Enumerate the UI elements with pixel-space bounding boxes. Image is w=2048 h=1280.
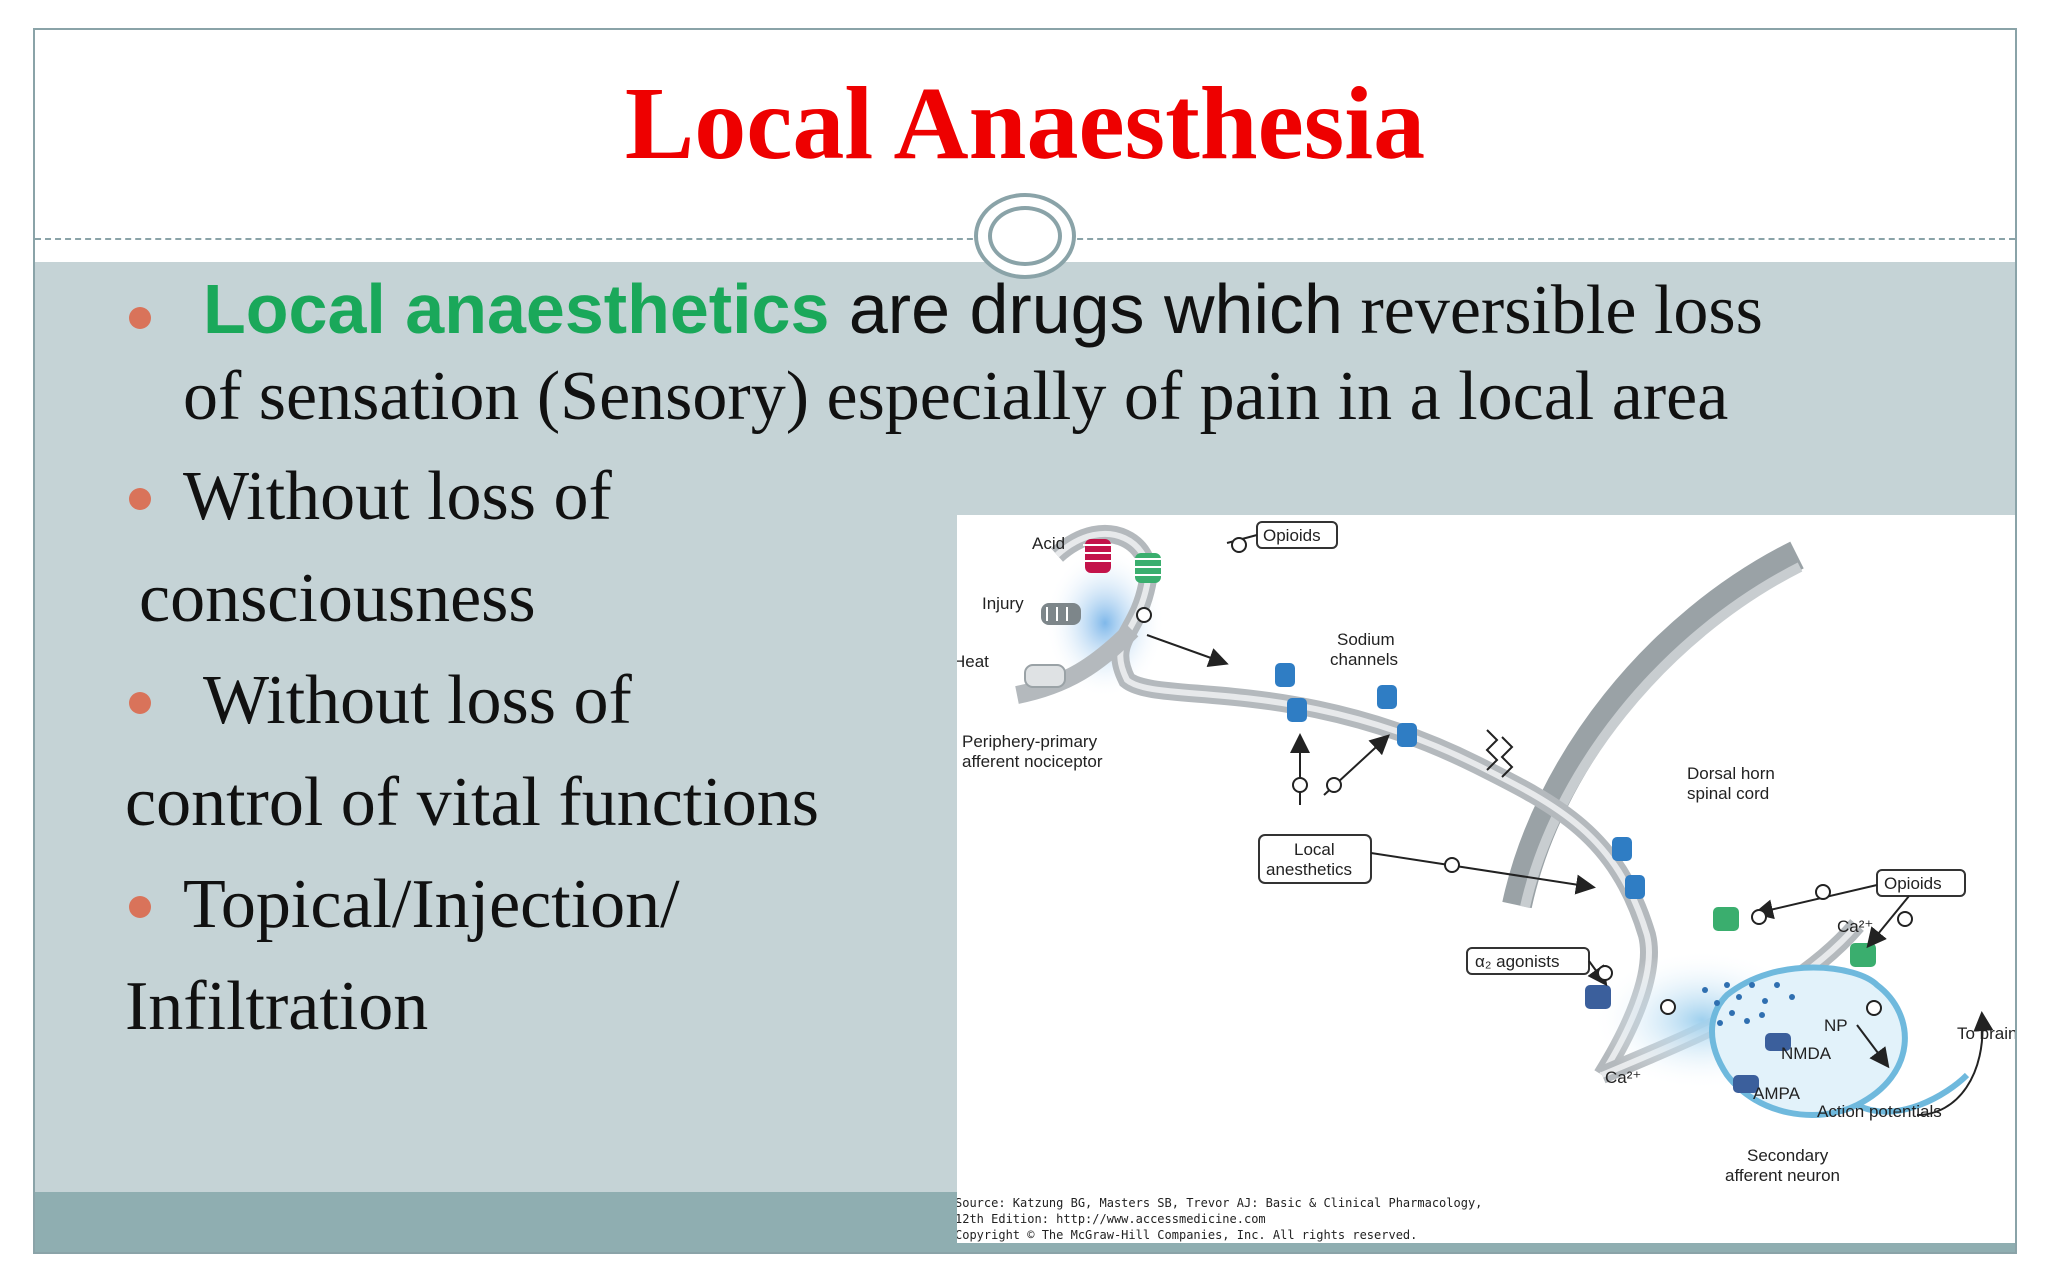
label-ampa: AMPA <box>1753 1084 1801 1103</box>
bullet-dot <box>129 307 151 329</box>
bullet-2-line-2: consciousness <box>139 560 536 637</box>
secondary-neuron <box>1709 964 1908 1118</box>
label-dorsal-2: spinal cord <box>1687 784 1769 803</box>
sodium-channel-icon <box>1275 663 1645 899</box>
label-np: NP <box>1824 1016 1848 1035</box>
label-sodium-2: channels <box>1330 650 1398 669</box>
label-nmda: NMDA <box>1781 1044 1832 1063</box>
slide: Local Anaesthesia Local anaesthetics are… <box>33 28 2017 1254</box>
spinal-cord-shape <box>1502 541 1804 909</box>
label-opioids-right: Opioids <box>1884 874 1942 893</box>
label-local-1: Local <box>1294 840 1335 859</box>
label-injury: Injury <box>982 594 1024 613</box>
label-periphery-2: afferent nociceptor <box>962 752 1103 771</box>
label-ca-right: Ca²⁺ <box>1837 917 1873 936</box>
pain-pathway-diagram: Acid Injury Heat Periphery-primary affer… <box>957 521 2017 1242</box>
slide-title: Local Anaesthesia <box>624 66 1426 181</box>
label-opioids-top: Opioids <box>1263 526 1321 545</box>
label-sodium-1: Sodium <box>1337 630 1395 649</box>
bullet-4-line-2: Infiltration <box>125 968 429 1045</box>
terminal-receptor-icon <box>1713 907 1876 967</box>
bullet-dot <box>129 488 151 510</box>
label-periphery-1: Periphery-primary <box>962 732 1098 751</box>
label-alpha2: α₂ agonists <box>1475 952 1559 971</box>
acid-receptor-icon <box>1083 539 1113 573</box>
bullet-3-line-1: Without loss of <box>203 662 632 739</box>
source-line-2: 12th Edition: http://www.accessmedicine.… <box>957 1212 1266 1226</box>
label-action-potentials: Action potentials <box>1817 1102 1942 1121</box>
label-secondary-2: afferent neuron <box>1725 1166 1840 1185</box>
heat-receptor-icon <box>1024 664 1066 688</box>
label-ca-bottom: Ca²⁺ <box>1605 1068 1641 1087</box>
bullet-1-serif-text: reversible loss <box>1342 272 1763 349</box>
label-secondary-1: Secondary <box>1747 1146 1829 1165</box>
bullet-1-sans-text: are drugs which <box>829 270 1343 348</box>
source-line-1: Source: Katzung BG, Masters SB, Trevor A… <box>957 1196 1482 1210</box>
bullet-1-line-2: of sensation (Sensory) especially of pai… <box>183 358 1729 435</box>
postsynaptic-receptor-icon <box>1585 985 1791 1093</box>
pain-pathway-figure: Acid Injury Heat Periphery-primary affer… <box>957 515 2017 1243</box>
bullet-4-line-1: Topical/Injection/ <box>183 866 680 943</box>
label-to-brain: To brain <box>1957 1024 2017 1043</box>
source-line-3: Copyright © The McGraw-Hill Companies, I… <box>957 1228 1417 1242</box>
bullet-1-line-1: Local anaesthetics are drugs which rever… <box>203 274 1763 346</box>
bullet-1-highlight: Local anaesthetics <box>203 270 830 348</box>
injury-receptor-icon <box>1041 603 1081 625</box>
bullet-3-line-2: control of vital functions <box>125 764 820 841</box>
label-local-2: anesthetics <box>1266 860 1352 879</box>
bullet-dot <box>129 692 151 714</box>
divider-ring-icon <box>974 193 1076 279</box>
opioid-receptor-icon <box>1133 553 1163 583</box>
bullet-2-line-1: Without loss of <box>183 458 612 535</box>
stimulus-glow <box>1045 548 1165 698</box>
bullet-dot <box>129 896 151 918</box>
label-heat: Heat <box>957 652 989 671</box>
label-dorsal-1: Dorsal horn <box>1687 764 1775 783</box>
label-acid: Acid <box>1032 534 1065 553</box>
